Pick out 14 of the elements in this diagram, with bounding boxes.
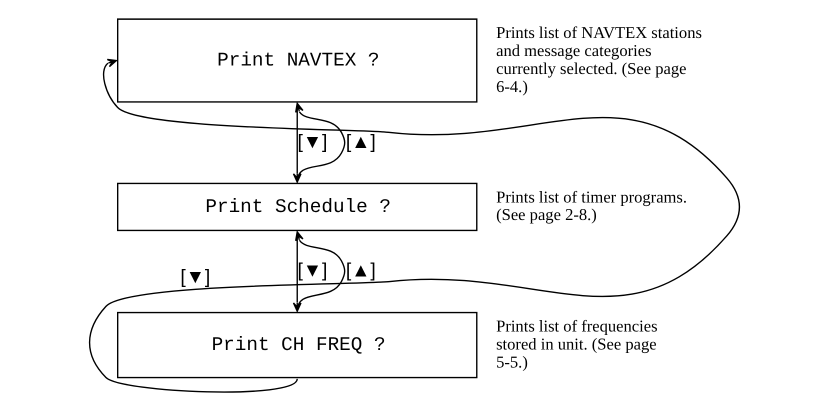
node-label: Prints list of timer programs. (See page 2-8.) — [496, 187, 687, 224]
node-box: Print Schedule ? — [116, 182, 477, 232]
node-box: Print CH FREQ ? — [116, 312, 477, 378]
node-label: Prints list of frequencies stored in unit. (See page 5-5.) — [496, 316, 658, 372]
edge-label: [▲] — [345, 132, 376, 153]
edge-label: [▼] — [180, 267, 210, 288]
arrow — [89, 58, 740, 393]
node-label: Prints list of NAVTEX stations and message categories currently selected. (See page 6-4.) — [496, 22, 702, 96]
edge-label: [▲] — [345, 260, 376, 282]
edge-label: [▼] — [296, 132, 327, 153]
arrow — [294, 102, 345, 182]
edge-label: [▼] — [296, 260, 327, 282]
arrow — [294, 231, 345, 312]
node-box: Print NAVTEX ? — [116, 18, 477, 103]
